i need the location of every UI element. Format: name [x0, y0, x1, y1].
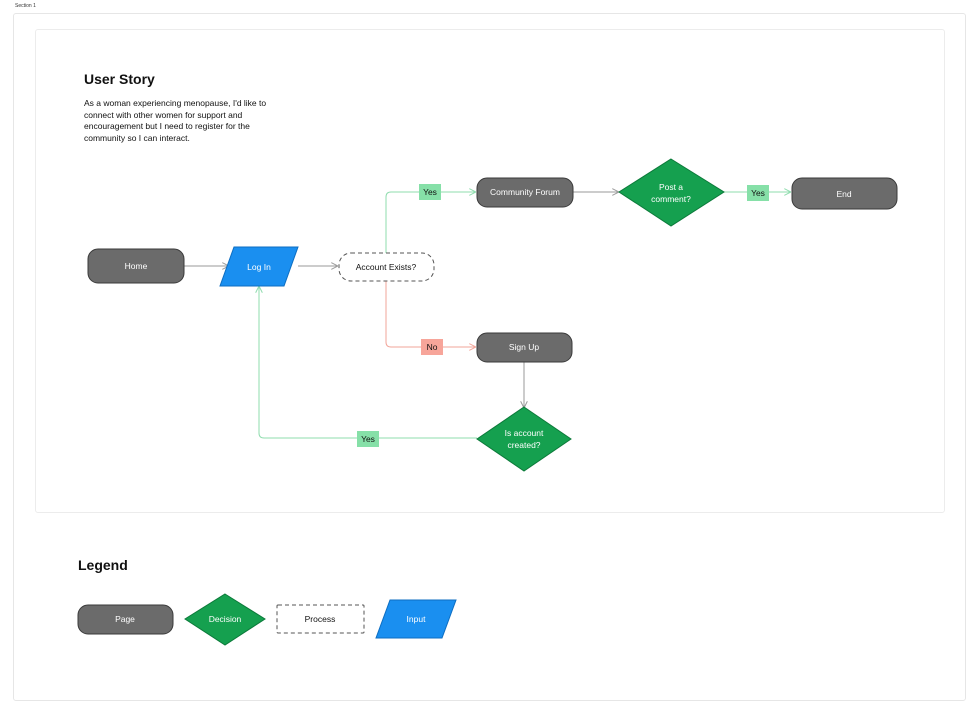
no-tag-label: No	[427, 342, 438, 352]
page-title: User Story	[84, 71, 155, 87]
edge-account-exists-yes	[385, 192, 475, 253]
end-node-label: End	[836, 189, 851, 199]
home-node-label: Home	[125, 261, 148, 271]
yes-tag-label: Yes	[361, 434, 375, 444]
post-comment-node[interactable]: Post a comment?	[618, 158, 725, 227]
is-account-created-node[interactable]: Is account created?	[476, 406, 572, 472]
yes-tag: Yes	[357, 431, 379, 447]
legend-input-label: Input	[407, 614, 427, 624]
post-comment-label: comment?	[651, 194, 691, 204]
edge-created-yes-login	[259, 287, 477, 439]
home-node[interactable]: Home	[87, 248, 185, 284]
community-forum-node[interactable]: Community Forum	[476, 177, 574, 208]
yes-tag: Yes	[747, 185, 769, 201]
yes-tag-label: Yes	[751, 188, 765, 198]
legend-process-label: Process	[305, 614, 336, 624]
edge-account-exists-no	[385, 281, 475, 347]
legend-page: Page	[77, 604, 174, 635]
legend-decision: Decision	[184, 593, 266, 646]
legend-decision-label: Decision	[209, 614, 242, 624]
community-forum-label: Community Forum	[490, 187, 560, 197]
legend-page-label: Page	[115, 614, 135, 624]
flowchart-canvas	[35, 29, 945, 513]
is-account-created-label: Is account	[505, 428, 544, 438]
account-exists-label: Account Exists?	[356, 262, 417, 272]
no-tag: No	[421, 339, 443, 355]
legend-process: Process	[276, 604, 365, 634]
post-comment-label: Post a	[659, 182, 683, 192]
yes-tag-label: Yes	[423, 187, 437, 197]
is-account-created-label: created?	[507, 440, 540, 450]
yes-tag: Yes	[419, 184, 441, 200]
login-node[interactable]: Log In	[219, 246, 299, 287]
user-story-description: As a woman experiencing menopause, I'd l…	[84, 98, 267, 143]
sign-up-label: Sign Up	[509, 342, 540, 352]
legend-input: Input	[375, 599, 457, 639]
account-exists-node[interactable]: Account Exists?	[338, 252, 435, 282]
section-frame	[13, 13, 966, 701]
login-node-label: Log In	[247, 262, 271, 272]
end-node[interactable]: End	[791, 177, 898, 210]
legend-title: Legend	[78, 557, 128, 573]
sign-up-node[interactable]: Sign Up	[476, 332, 573, 363]
section-label: Section 1	[15, 3, 36, 9]
